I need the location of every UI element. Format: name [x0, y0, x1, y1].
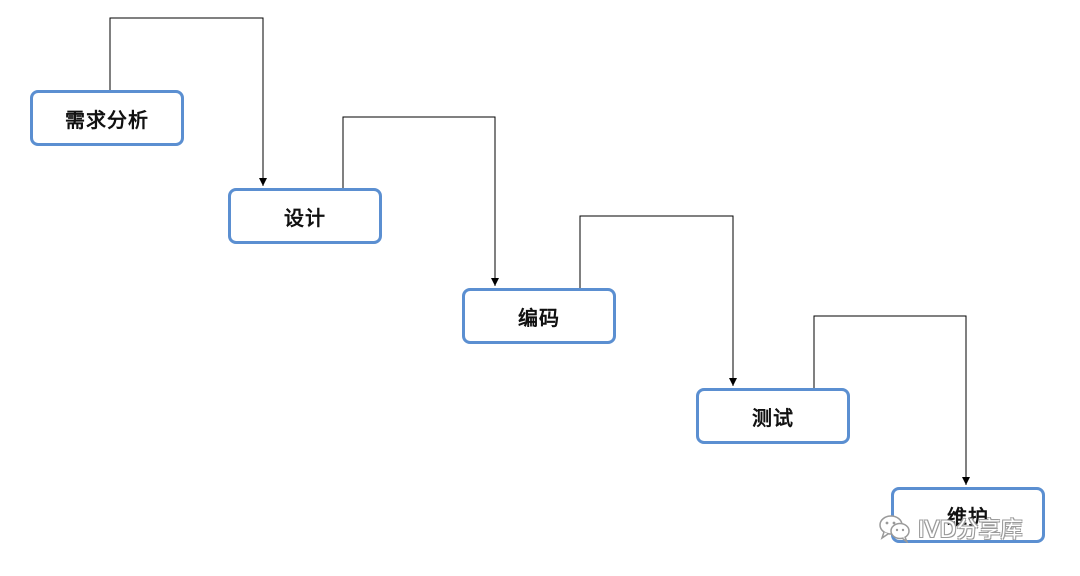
stage-label: 测试 — [752, 405, 794, 430]
stage-box-testing: 测试 — [696, 388, 850, 444]
stage-label: 需求分析 — [65, 107, 149, 132]
stage-label: 编码 — [518, 305, 560, 330]
stage-box-requirements: 需求分析 — [30, 90, 184, 146]
watermark: IVD分享库 — [878, 512, 1022, 544]
stage-label: 维护 — [947, 504, 989, 529]
wechat-icon — [879, 515, 910, 543]
stage-label: 设计 — [284, 205, 326, 230]
stage-box-maintenance: 维护 — [891, 487, 1045, 543]
stage-box-design: 设计 — [228, 188, 382, 244]
stage-box-coding: 编码 — [462, 288, 616, 344]
watermark-text: IVD分享库 — [918, 518, 1023, 543]
